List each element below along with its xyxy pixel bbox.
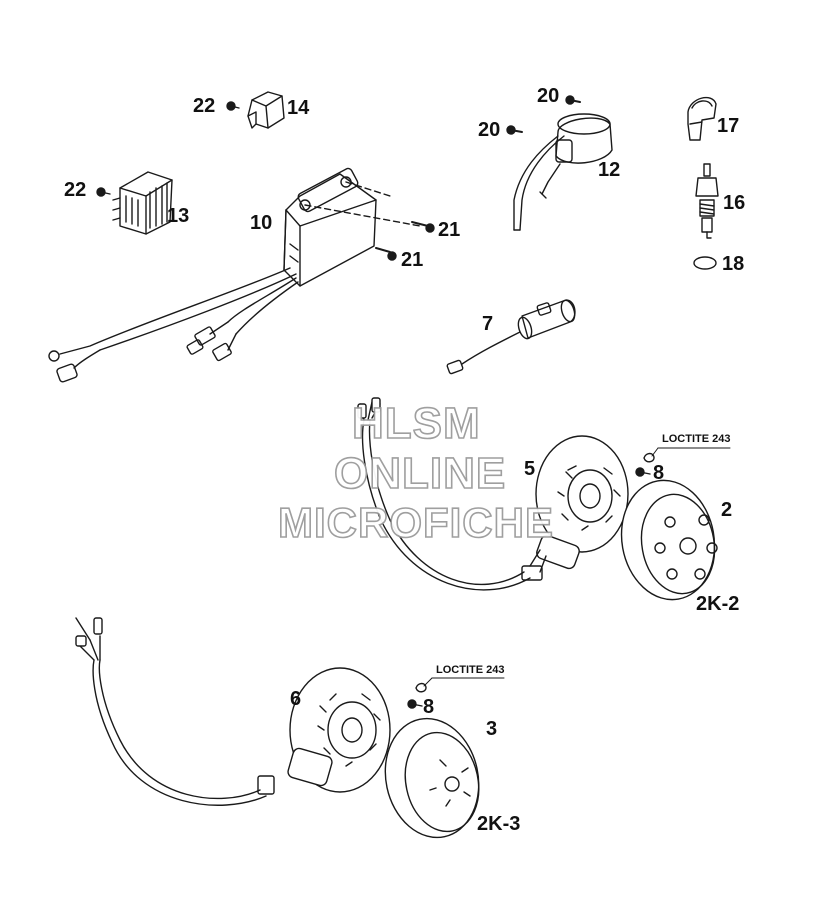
callout-7: 7: [482, 313, 494, 335]
part-7-condenser[interactable]: [446, 299, 577, 375]
callout-3: 3: [486, 718, 498, 740]
part-16-spark-plug[interactable]: [695, 163, 719, 239]
part-2-flywheel[interactable]: [612, 473, 723, 607]
part-8-screw-a[interactable]: [635, 452, 655, 477]
callout-8-a: 8: [653, 462, 665, 484]
callout-2: 2: [721, 499, 733, 521]
part-22-screw-b[interactable]: [96, 187, 111, 197]
callout-21-b: 21: [401, 249, 424, 271]
loctite-leader-a-tick: [651, 447, 659, 457]
part-22-screw-a[interactable]: [226, 101, 240, 111]
callout-22-b: 22: [64, 179, 87, 201]
callout-17: 17: [717, 115, 740, 137]
part-21-screw-a[interactable]: [411, 221, 435, 233]
part-6-stator[interactable]: [75, 617, 391, 806]
callout-10: 10: [250, 212, 273, 234]
callout-13: 13: [167, 205, 190, 227]
part-21-screw-b[interactable]: [375, 247, 397, 261]
callout-20-b: 20: [478, 119, 501, 141]
part-17-spark-plug-cap[interactable]: [687, 96, 717, 141]
watermark-line-2: ONLINE: [333, 449, 507, 498]
part-14-clip[interactable]: [247, 91, 285, 129]
callout-22-a: 22: [193, 95, 216, 117]
callout-6: 6: [290, 688, 302, 710]
part-8-screw-b[interactable]: [407, 682, 427, 709]
callout-5: 5: [524, 458, 536, 480]
loctite-note-a: LOCTITE 243: [662, 433, 731, 445]
watermark-line-3: MICROFICHE: [277, 499, 554, 546]
callout-16: 16: [723, 192, 746, 214]
part-5-stator[interactable]: [357, 397, 629, 591]
part-20-screw-a[interactable]: [565, 95, 581, 105]
part-13-regulator[interactable]: [112, 171, 173, 235]
part-12-ignition-coil[interactable]: [513, 113, 613, 231]
loctite-leader-b-tick: [423, 677, 433, 687]
part-10-wiring: [48, 267, 299, 383]
callout-20-a: 20: [537, 85, 560, 107]
callout-8-b: 8: [423, 696, 435, 718]
kit-label-2k-3: 2K-3: [477, 813, 521, 835]
callout-18: 18: [722, 253, 745, 275]
part-3-flywheel[interactable]: [375, 710, 490, 847]
watermark-line-1: HLSM: [351, 399, 481, 448]
callout-21-a: 21: [438, 219, 461, 241]
part-10-cdi-box[interactable]: [283, 167, 421, 287]
part-18-o-ring[interactable]: [693, 256, 717, 270]
part-20-screw-b[interactable]: [506, 125, 523, 135]
kit-label-2k-2: 2K-2: [696, 593, 740, 615]
loctite-note-b: LOCTITE 243: [436, 664, 505, 676]
callout-12: 12: [598, 159, 621, 181]
callout-14: 14: [287, 97, 310, 119]
